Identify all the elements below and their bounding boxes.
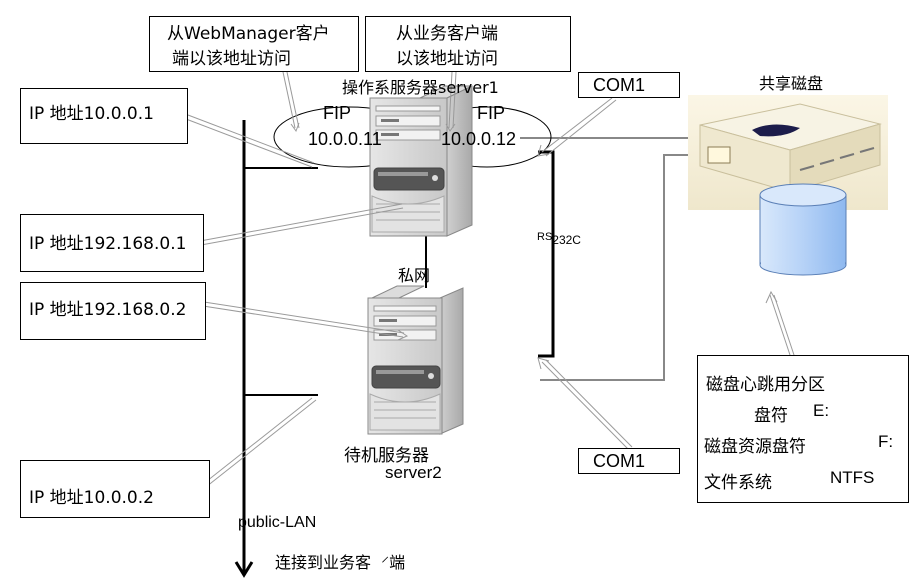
fip1-address: 10.0.0.11: [308, 129, 382, 149]
webmanager-callout: 从WebManager客户 端以该地址访问: [149, 16, 359, 72]
ip-box-1-value: 10.0.0.1: [83, 104, 154, 124]
com1-box-bottom: COM1: [578, 448, 680, 474]
server2-label-line1: 待机服务器: [344, 446, 429, 466]
disk-resource-label: 磁盘资源盘符: [704, 437, 806, 457]
ip-box-4-prefix: IP 地址: [29, 488, 84, 508]
rs232c-label: RS232C: [537, 229, 581, 247]
business-callout-line2: 以该地址访问: [396, 49, 498, 69]
public-lan-arrowhead: [234, 561, 254, 578]
disk-fs-value: NTFS: [830, 468, 875, 487]
fip2-title: FIP: [477, 103, 506, 123]
ip-box-1-prefix: IP 地址: [29, 104, 84, 124]
ip-box-1: IP 地址10.0.0.1: [20, 88, 188, 144]
ip-box-2-text: IP 地址192.168.0.1: [29, 229, 186, 254]
business-callout-line1: 从业务客户端: [396, 24, 498, 44]
ip-box-3-value: 192.168.0.2: [83, 300, 187, 320]
rs232c-num: 232C: [552, 233, 581, 247]
disk-heartbeat-label: 磁盘心跳用分区: [706, 375, 825, 395]
ip-box-3-text: IP 地址192.168.0.2: [29, 295, 186, 320]
disk-info-box: 磁盘心跳用分区 盘符 E: 磁盘资源盘符 F: 文件系统 NTFS: [697, 355, 909, 503]
ip-box-1-text: IP 地址10.0.0.1: [29, 99, 154, 124]
ip-box-2: IP 地址192.168.0.1: [20, 214, 204, 272]
com1-label-top: COM1: [593, 75, 646, 95]
ip-box-2-value: 192.168.0.1: [83, 234, 187, 254]
public-lan-label: public-LAN: [238, 514, 317, 531]
disk-fs-label: 文件系统: [704, 473, 772, 493]
ip-box-4-value: 10.0.0.2: [83, 488, 154, 508]
com1-label-bottom: COM1: [593, 451, 646, 471]
ip-box-3: IP 地址192.168.0.2: [20, 282, 206, 340]
ip-box-3-prefix: IP 地址: [29, 300, 84, 320]
ip-box-4-text: IP 地址10.0.0.2: [29, 483, 154, 508]
fip2-address: 10.0.0.12: [441, 129, 517, 149]
rs232c-line: [538, 150, 555, 358]
connect-client-label: 连接到业务客 ⸍端: [275, 553, 406, 572]
shared-disk-label: 共享磁盘: [759, 74, 824, 93]
callout-pointers: [185, 71, 795, 499]
ip-box-4: IP 地址10.0.0.2: [20, 460, 210, 518]
fip1-title: FIP: [323, 103, 352, 123]
disk-resource-value: F:: [878, 432, 894, 451]
disk-drive-value: E:: [813, 401, 830, 420]
ip-box-2-prefix: IP 地址: [29, 234, 84, 254]
disk-link-server2: [540, 154, 690, 381]
disk-cylinder-icon: [759, 183, 847, 276]
business-callout: 从业务客户端 以该地址访问: [365, 16, 571, 72]
private-net-label: 私网: [398, 266, 431, 285]
server1-label: 操作系服务器server1: [342, 78, 499, 97]
rs232c-rs: RS: [537, 231, 553, 243]
server2-icon: [367, 285, 464, 435]
com1-box-top: COM1: [578, 72, 680, 98]
webmanager-callout-line1: 从WebManager客户: [167, 24, 330, 44]
server1-icon: [369, 85, 473, 237]
server2-label-line2: server2: [385, 463, 442, 482]
disk-drive-label: 盘符: [754, 406, 788, 426]
webmanager-callout-line2: 端以该地址访问: [172, 49, 291, 69]
